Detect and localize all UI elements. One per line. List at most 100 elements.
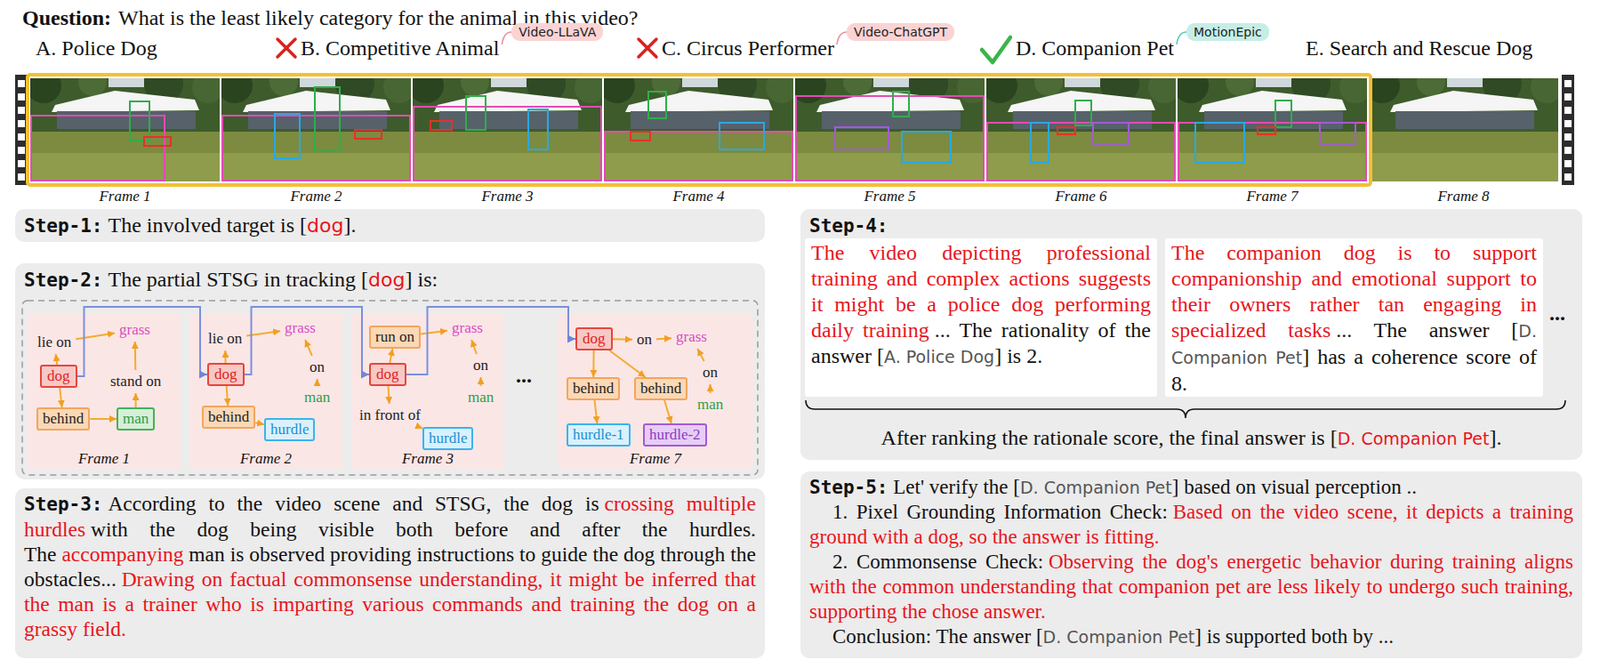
step-heading: Step-1:	[24, 215, 104, 237]
relation-arrow	[255, 422, 265, 425]
tag-curve	[836, 32, 847, 45]
field-box	[222, 115, 411, 181]
text-block: MotionEpic	[1193, 24, 1263, 41]
graph-node: stand on	[107, 371, 164, 392]
body-text: ] is 2.	[994, 344, 1043, 368]
frame-label: Frame 3	[402, 450, 454, 467]
graph-node-label: grass	[451, 319, 483, 337]
graph-node-label: dog	[214, 365, 238, 383]
graph-node: run on	[369, 325, 421, 349]
col-background	[804, 238, 1158, 397]
text-block: Frame 3	[351, 450, 505, 468]
graph-node-label: stand on	[110, 372, 161, 390]
graph-node: grass	[281, 318, 319, 338]
text-block: Video-ChatGPT	[853, 24, 948, 41]
film-hole	[17, 80, 25, 88]
graph-node-label: in front of	[359, 406, 421, 424]
graph-node-label: lie on	[208, 329, 242, 347]
text-block: in front of	[359, 406, 421, 425]
relation-arrow	[226, 385, 229, 406]
relation-arrow	[135, 393, 137, 408]
video-frame	[408, 64, 607, 182]
man-box	[648, 91, 667, 119]
film-sprocket	[15, 74, 28, 185]
text-block: dog	[582, 329, 606, 348]
relation-arrow	[592, 350, 595, 378]
text-block: dog	[214, 365, 238, 384]
text-block: hurdle-2	[649, 426, 701, 444]
text-block: 2. Commonsense Check:Observing the dog's…	[809, 549, 1574, 625]
text-block: Step-5:Let' verify the [D. Companion Pet…	[809, 474, 1574, 500]
film-hole	[17, 146, 25, 154]
graph-node: on	[634, 329, 655, 350]
col-background	[1165, 238, 1544, 397]
hurdle-box	[1319, 122, 1356, 145]
answer-text: D. Companion Pet	[1020, 477, 1173, 498]
ellipsis: ...	[515, 362, 532, 388]
frame-label: Frame 3	[481, 187, 533, 206]
step-panel: Step-4:After ranking the rationale score…	[800, 209, 1583, 460]
graph-node: man	[116, 407, 155, 431]
graph-node: hurdle-2	[643, 423, 708, 447]
model-tag: Video-LLaVA	[511, 23, 604, 41]
text-block: behind	[640, 379, 682, 398]
graph-node-label: behind	[208, 408, 250, 426]
answer-text: A. Police Dog	[884, 346, 995, 367]
step-panel: Step-3:According to the video scene and …	[15, 488, 765, 659]
field-box	[1178, 122, 1367, 181]
frame-label: Frame 2	[240, 450, 292, 467]
answer-option: D. Companion Pet	[1015, 35, 1174, 61]
text-block: grass	[675, 328, 708, 346]
frame-scene	[1364, 64, 1563, 182]
step-panel: Step-2:The partial STSG in tracking [dog…	[15, 263, 765, 480]
relation-arrow	[697, 348, 704, 362]
highlight-text: accompanying	[61, 542, 184, 566]
graph-node-label: dog	[376, 365, 400, 383]
text-block: Step-2:The partial STSG in tracking [dog…	[24, 266, 756, 294]
man-box	[1075, 100, 1092, 126]
relation-arrow	[56, 353, 57, 365]
graph-node-label: grass	[284, 319, 316, 337]
body-text: ].	[343, 213, 356, 237]
body-text: Let' verify the [	[892, 475, 1021, 499]
man-box	[129, 101, 150, 141]
relation-arrow	[471, 339, 477, 354]
frame-scene	[25, 64, 225, 182]
text-block: Step-3:According to the video scene and …	[24, 490, 756, 642]
frame-panel: Frame 1doglie ongrassbehindmanstand on	[27, 313, 181, 470]
graph-node-label: hurdle-2	[649, 426, 701, 443]
answer-text: D. Companion Pet	[1337, 428, 1490, 449]
video-frame	[1173, 64, 1372, 182]
film-sprocket	[1561, 74, 1575, 185]
graph-node: man	[694, 394, 726, 415]
relation-arrow	[59, 387, 62, 408]
step-background	[15, 209, 765, 242]
text-block: grass	[451, 319, 483, 338]
relation-arrow	[480, 377, 483, 386]
graph-node-label: on	[702, 363, 718, 381]
relation-arrow	[609, 350, 645, 378]
film-hole	[1564, 93, 1572, 101]
film-hole	[17, 160, 25, 168]
video-frame	[25, 64, 225, 182]
step-background	[15, 263, 765, 480]
graph-node: behind	[566, 377, 620, 401]
relation-arrow	[612, 337, 634, 340]
hurdle-box	[1195, 122, 1245, 163]
frame-label: Frame 8	[1437, 187, 1489, 206]
panel-background	[557, 313, 754, 470]
graph-node-label: man	[304, 388, 330, 406]
graph-node: in front of	[356, 405, 424, 426]
frame-panel: Frame 7dogongrassbehindbehindonmanhurdle…	[557, 313, 754, 470]
target-text: dog	[368, 268, 405, 291]
rationale-column: The video depicting professional trainin…	[804, 238, 1158, 397]
video-frame	[599, 64, 798, 182]
man-box	[1275, 100, 1292, 128]
step-heading: Step-5:	[809, 476, 889, 499]
text-block: Frame 2	[189, 450, 343, 468]
graph-node: hurdle	[422, 426, 474, 451]
text-block: grass	[284, 319, 316, 338]
step-background	[15, 488, 765, 659]
text-block: lie on	[37, 333, 72, 352]
tag-curve	[501, 32, 512, 45]
